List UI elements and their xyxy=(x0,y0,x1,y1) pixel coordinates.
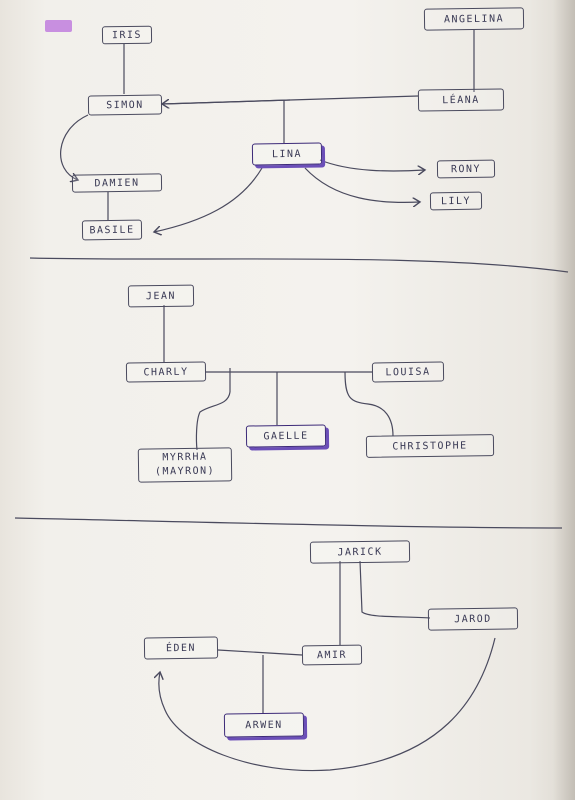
arrow-lina-basile xyxy=(154,167,263,232)
arrow-simon-damien xyxy=(60,114,89,180)
node-christophe: CHRISTOPHE xyxy=(365,434,495,458)
line-to-christophe xyxy=(344,371,394,437)
node-simon: SIMON xyxy=(87,94,163,116)
line-eden-amir xyxy=(217,649,303,656)
node-jarod: JAROD xyxy=(427,607,519,631)
node-eden: ÉDEN xyxy=(143,636,219,660)
node-jean: JEAN xyxy=(127,284,195,308)
divider-2 xyxy=(14,517,563,529)
node-myrrha: MYRRHA (MAYRON) xyxy=(137,447,233,483)
arrow-to-simon xyxy=(162,100,291,104)
node-leana: LÉANA xyxy=(417,88,505,112)
arrow-lina-rony xyxy=(319,159,425,171)
myrrha-alias: (MAYRON) xyxy=(154,465,216,478)
node-lina: LINA xyxy=(251,142,323,166)
node-angelina: ANGELINA xyxy=(423,7,525,31)
node-louisa: LOUISA xyxy=(371,361,445,383)
node-gaelle: GAELLE xyxy=(245,424,327,448)
node-charly: CHARLY xyxy=(125,361,207,383)
node-arwen: ARWEN xyxy=(223,712,305,738)
node-lily: LILY xyxy=(429,191,483,211)
line-jarick-jarod xyxy=(359,560,431,619)
node-amir: AMIR xyxy=(301,644,363,666)
myrrha-name: MYRRHA xyxy=(162,451,208,464)
node-rony: RONY xyxy=(436,159,496,179)
node-jarick: JARICK xyxy=(309,540,411,564)
divider-1 xyxy=(29,257,569,273)
arrow-jarod-eden xyxy=(159,637,496,772)
node-basile: BASILE xyxy=(81,219,143,241)
page-tab-marker xyxy=(45,20,72,32)
node-iris: IRIS xyxy=(101,25,153,45)
line-to-myrrha xyxy=(195,391,231,451)
arrow-lina-lily xyxy=(304,167,420,202)
node-damien: DAMIEN xyxy=(71,173,163,193)
